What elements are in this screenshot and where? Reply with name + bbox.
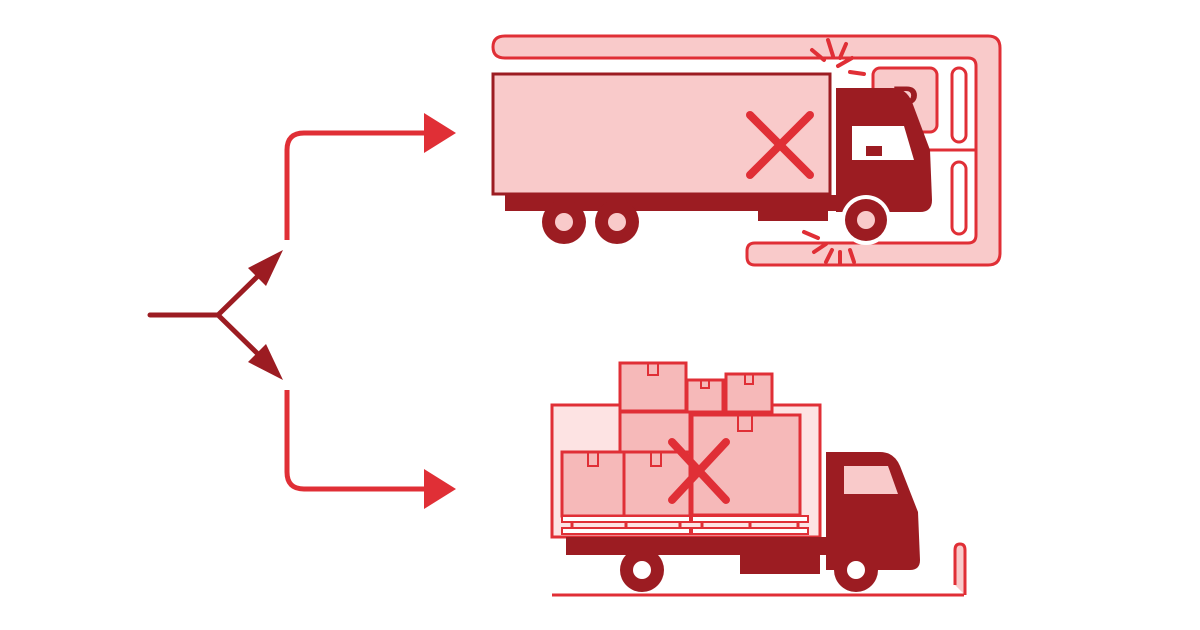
wheel bbox=[834, 548, 878, 592]
impact-burst-icon bbox=[810, 38, 866, 76]
wheel bbox=[841, 195, 891, 245]
branch-arrow-icon bbox=[147, 250, 283, 380]
cross-icon bbox=[668, 438, 730, 504]
cargo-box-icon bbox=[618, 361, 688, 413]
impact-burst-icon bbox=[802, 230, 856, 266]
cargo-box-icon bbox=[685, 378, 725, 414]
cargo-box-icon bbox=[622, 450, 692, 518]
wheel bbox=[542, 200, 586, 244]
parking-space bbox=[491, 34, 1002, 267]
upper-route-arrow bbox=[284, 113, 456, 240]
pallet bbox=[561, 515, 691, 535]
wheel bbox=[595, 200, 639, 244]
lower-route-arrow bbox=[284, 390, 456, 509]
cargo-box-icon bbox=[724, 372, 774, 414]
cross-icon bbox=[746, 111, 814, 179]
scenario-too-long: P bbox=[491, 34, 1002, 267]
scenario-overloaded bbox=[550, 361, 967, 597]
pallet bbox=[691, 515, 809, 535]
truck-icon bbox=[566, 452, 920, 592]
wheel bbox=[620, 548, 664, 592]
cargo-box-icon bbox=[560, 450, 626, 518]
truck-icon bbox=[491, 72, 932, 245]
ground-line bbox=[552, 542, 967, 597]
